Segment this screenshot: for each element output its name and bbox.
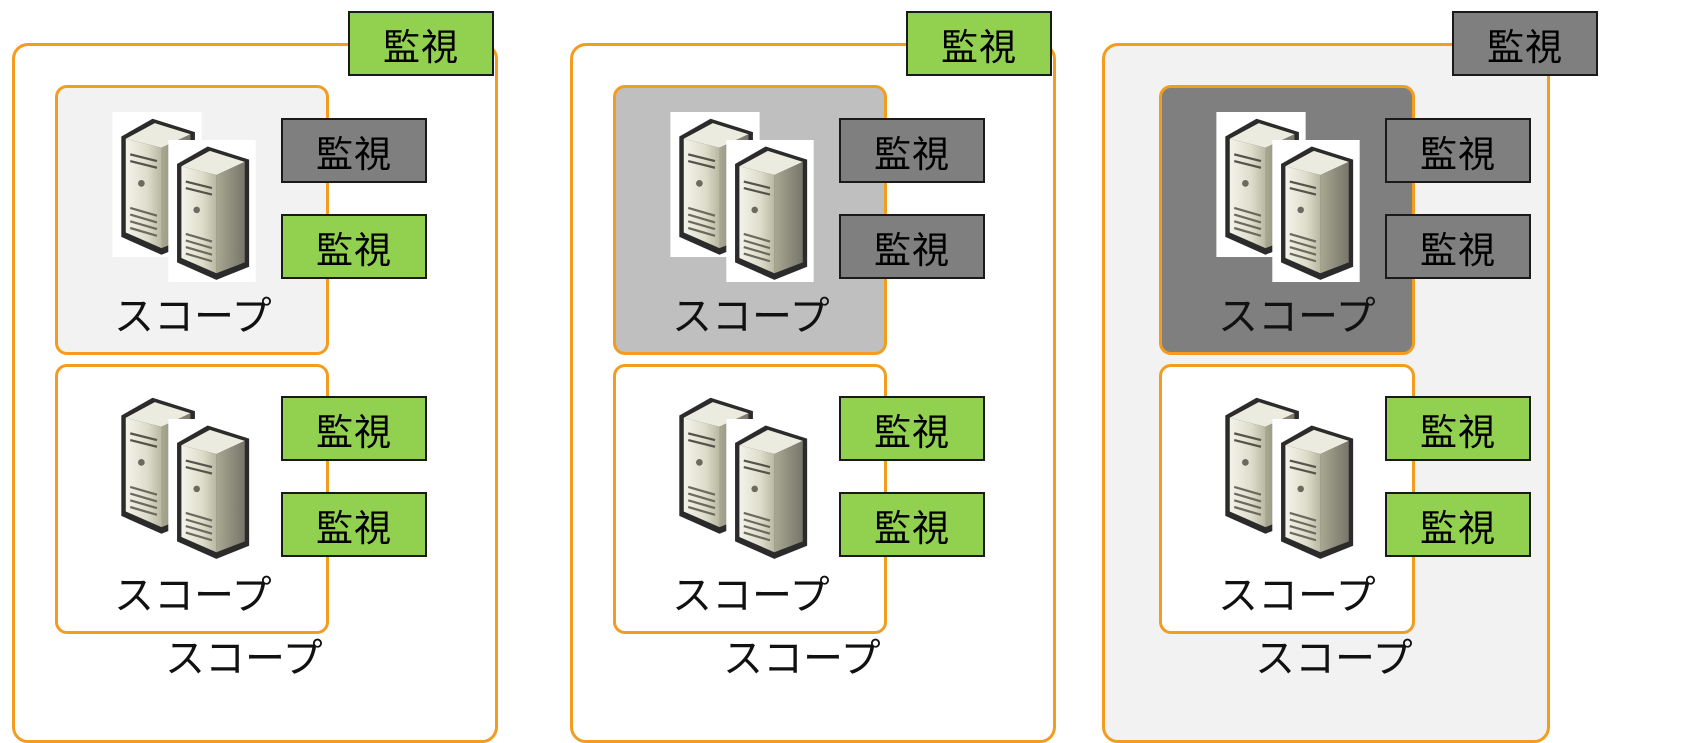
monitor-tag: 監視 — [281, 214, 427, 279]
child-scope-3-1: スコープ — [1159, 85, 1415, 355]
server-icon — [112, 112, 262, 282]
monitor-tag: 監視 — [839, 396, 985, 461]
server-icon — [670, 112, 820, 282]
monitor-tag: 監視 — [281, 396, 427, 461]
monitor-tag: 監視 — [281, 492, 427, 557]
monitor-tag: 監視 — [1385, 214, 1531, 279]
child-scope-label: スコープ — [1218, 294, 1376, 340]
outer-scope-label: スコープ — [723, 636, 881, 682]
monitor-tag: 監視 — [1385, 118, 1531, 183]
monitor-tag: 監視 — [348, 11, 494, 76]
server-icon — [1216, 391, 1366, 561]
server-icon — [1216, 112, 1366, 282]
outer-scope-label: スコープ — [165, 636, 323, 682]
server-icon — [112, 391, 262, 561]
child-scope-3-2: スコープ — [1159, 364, 1415, 634]
monitor-tag: 監視 — [906, 11, 1052, 76]
outer-scope-label: スコープ — [1255, 636, 1413, 682]
monitor-tag: 監視 — [839, 214, 985, 279]
child-scope-label: スコープ — [114, 573, 272, 619]
monitor-tag: 監視 — [281, 118, 427, 183]
monitor-tag: 監視 — [1452, 11, 1598, 76]
child-scope-label: スコープ — [672, 573, 830, 619]
monitor-tag: 監視 — [839, 492, 985, 557]
outer-scope-3: スコープ スコープ スコープ — [1102, 43, 1550, 743]
monitor-tag: 監視 — [1385, 492, 1531, 557]
server-icon — [670, 391, 820, 561]
monitor-tag: 監視 — [1385, 396, 1531, 461]
monitor-tag: 監視 — [839, 118, 985, 183]
child-scope-label: スコープ — [114, 294, 272, 340]
child-scope-label: スコープ — [1218, 573, 1376, 619]
child-scope-label: スコープ — [672, 294, 830, 340]
